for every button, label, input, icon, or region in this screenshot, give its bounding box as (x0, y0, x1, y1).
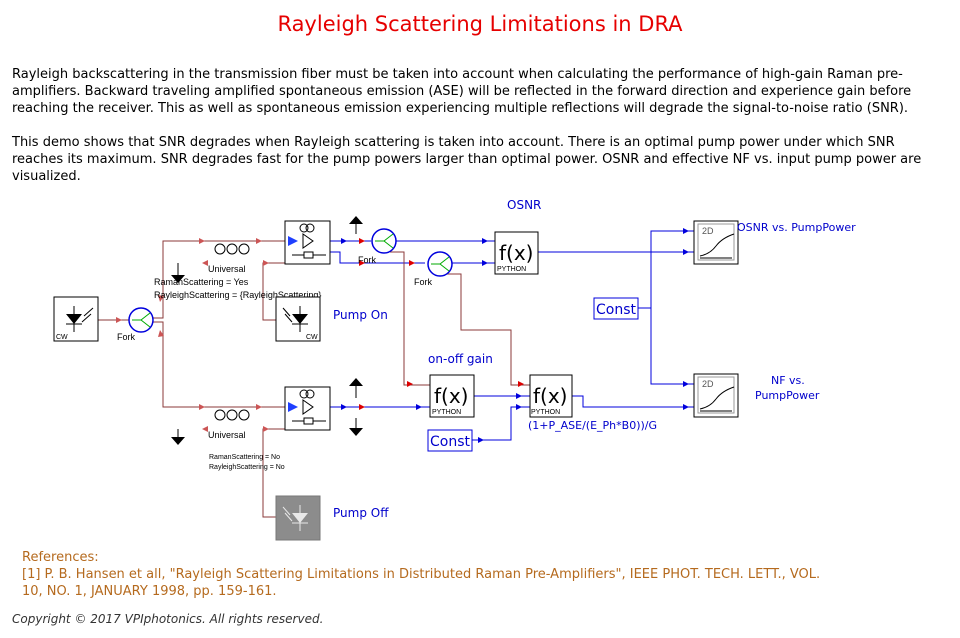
cw-source-label: CW (56, 334, 68, 341)
onoff-gain-label: on-off gain (428, 352, 493, 366)
plot-nf-vs-pump[interactable]: 2D (693, 373, 739, 418)
copyright: Copyright © 2017 VPIphotonics. All right… (12, 612, 324, 626)
params-bottom-2: RayleighScattering = No (209, 464, 285, 471)
osnr-label: OSNR (507, 198, 541, 212)
fork-top-label: Fork (358, 255, 377, 265)
pump-off-label: Pump Off (333, 506, 389, 520)
params-top-1: RamanScattering = Yes (154, 277, 249, 287)
references-heading: References: (22, 550, 99, 565)
cw-source-left[interactable]: CW (53, 296, 99, 342)
pump-off-source[interactable] (275, 495, 321, 541)
const-block-upper[interactable]: Const (593, 297, 639, 320)
page-title: Rayleigh Scattering Limitations in DRA (277, 12, 683, 36)
fork-middle-label: Fork (414, 277, 433, 287)
const-block-lower[interactable]: Const (427, 429, 473, 452)
python-fx-onoff-gain[interactable]: f(x) PYTHON (429, 374, 475, 418)
references: References: [1] P. B. Hansen et all, "Ra… (22, 549, 820, 600)
reference-line-2: 10, NO. 1, JANUARY 1998, pp. 159-161. (22, 584, 277, 599)
universal-top-label: Universal (208, 264, 246, 274)
raman-amplifier-top[interactable] (284, 220, 331, 265)
pump-on-source[interactable]: CW (275, 296, 321, 342)
svg-text:f(x): f(x) (533, 384, 567, 408)
pump-on-label: Pump On (333, 308, 388, 322)
pump-on-cw-label: CW (306, 334, 318, 341)
fork-main[interactable]: Fork (117, 307, 154, 342)
svg-text:PYTHON: PYTHON (432, 409, 461, 416)
fork-middle[interactable]: Fork (414, 251, 453, 287)
svg-text:Const: Const (430, 434, 471, 450)
svg-text:f(x): f(x) (499, 241, 533, 265)
nf-plot-label-1: NF vs. (771, 374, 805, 387)
osnr-plot-label: OSNR vs. PumpPower (737, 221, 856, 234)
description-paragraph-1: Rayleigh backscattering in the transmiss… (12, 67, 912, 116)
universal-fiber-top[interactable]: Universal (208, 243, 250, 274)
description-paragraph-2: This demo shows that SNR degrades when R… (12, 135, 922, 184)
terminator-symbols (171, 216, 363, 445)
svg-text:Const: Const (596, 302, 637, 318)
params-top-2: RayleighScattering = {RayleighScattering… (154, 290, 321, 300)
wires (98, 224, 694, 518)
universal-bottom-label: Universal (208, 430, 246, 440)
svg-text:2D: 2D (702, 379, 714, 389)
params-bottom-1: RamanScattering = No (209, 454, 280, 461)
reference-line-1: [1] P. B. Hansen et all, "Rayleigh Scatt… (22, 567, 821, 582)
python-fx-nf[interactable]: f(x) PYTHON (529, 374, 573, 418)
universal-fiber-bottom[interactable]: Universal (208, 409, 250, 440)
python-fx-osnr[interactable]: f(x) PYTHON (494, 231, 539, 275)
nf-plot-label-2: PumpPower (755, 389, 820, 402)
fork-main-label: Fork (117, 332, 136, 342)
svg-text:f(x): f(x) (434, 384, 468, 408)
plot-osnr-vs-pump[interactable]: 2D (693, 220, 739, 265)
svg-text:PYTHON: PYTHON (497, 266, 526, 273)
raman-amplifier-bottom[interactable] (284, 386, 331, 431)
fork-top[interactable]: Fork (358, 228, 397, 265)
svg-text:PYTHON: PYTHON (531, 409, 560, 416)
port-markers (116, 228, 689, 443)
nf-formula: (1+P_ASE/(E_Ph*B0))/G (528, 419, 657, 432)
svg-text:2D: 2D (702, 226, 714, 236)
